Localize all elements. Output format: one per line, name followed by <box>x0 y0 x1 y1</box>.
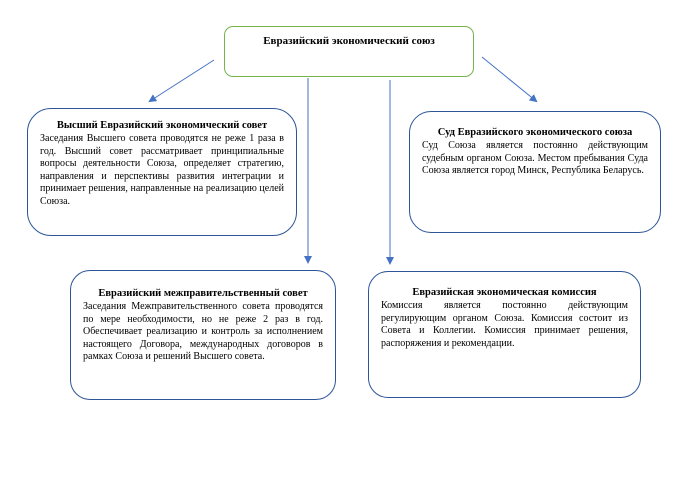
arrow-to-supreme-council <box>148 59 215 103</box>
root-node-eaeu: Евразийский экономический союз <box>224 26 474 77</box>
court-title: Суд Евразийского экономического союза <box>437 127 633 138</box>
court-text: Суд Союза является постоянно действующим… <box>422 140 648 176</box>
intergovernmental-council-text: Заседания Межправительственного совета п… <box>83 301 323 362</box>
supreme-council-title: Высший Евразийский экономический совет <box>56 120 268 131</box>
node-supreme-council: Высший Евразийский экономический совет З… <box>27 108 297 236</box>
intergovernmental-council-title: Евразийский межправительственный совет <box>98 288 308 299</box>
arrow-to-court <box>481 56 538 103</box>
commission-text: Комиссия является постоянно действующим … <box>381 300 628 349</box>
commission-title: Евразийская экономическая комиссия <box>412 287 597 298</box>
node-court: Суд Евразийского экономического союза Су… <box>409 111 661 233</box>
node-commission: Евразийская экономическая комиссия Комис… <box>368 271 641 398</box>
root-node-title: Евразийский экономический союз <box>263 35 435 47</box>
supreme-council-text: Заседания Высшего совета проводятся не р… <box>40 133 284 207</box>
node-intergovernmental-council: Евразийский межправительственный совет З… <box>70 270 336 400</box>
